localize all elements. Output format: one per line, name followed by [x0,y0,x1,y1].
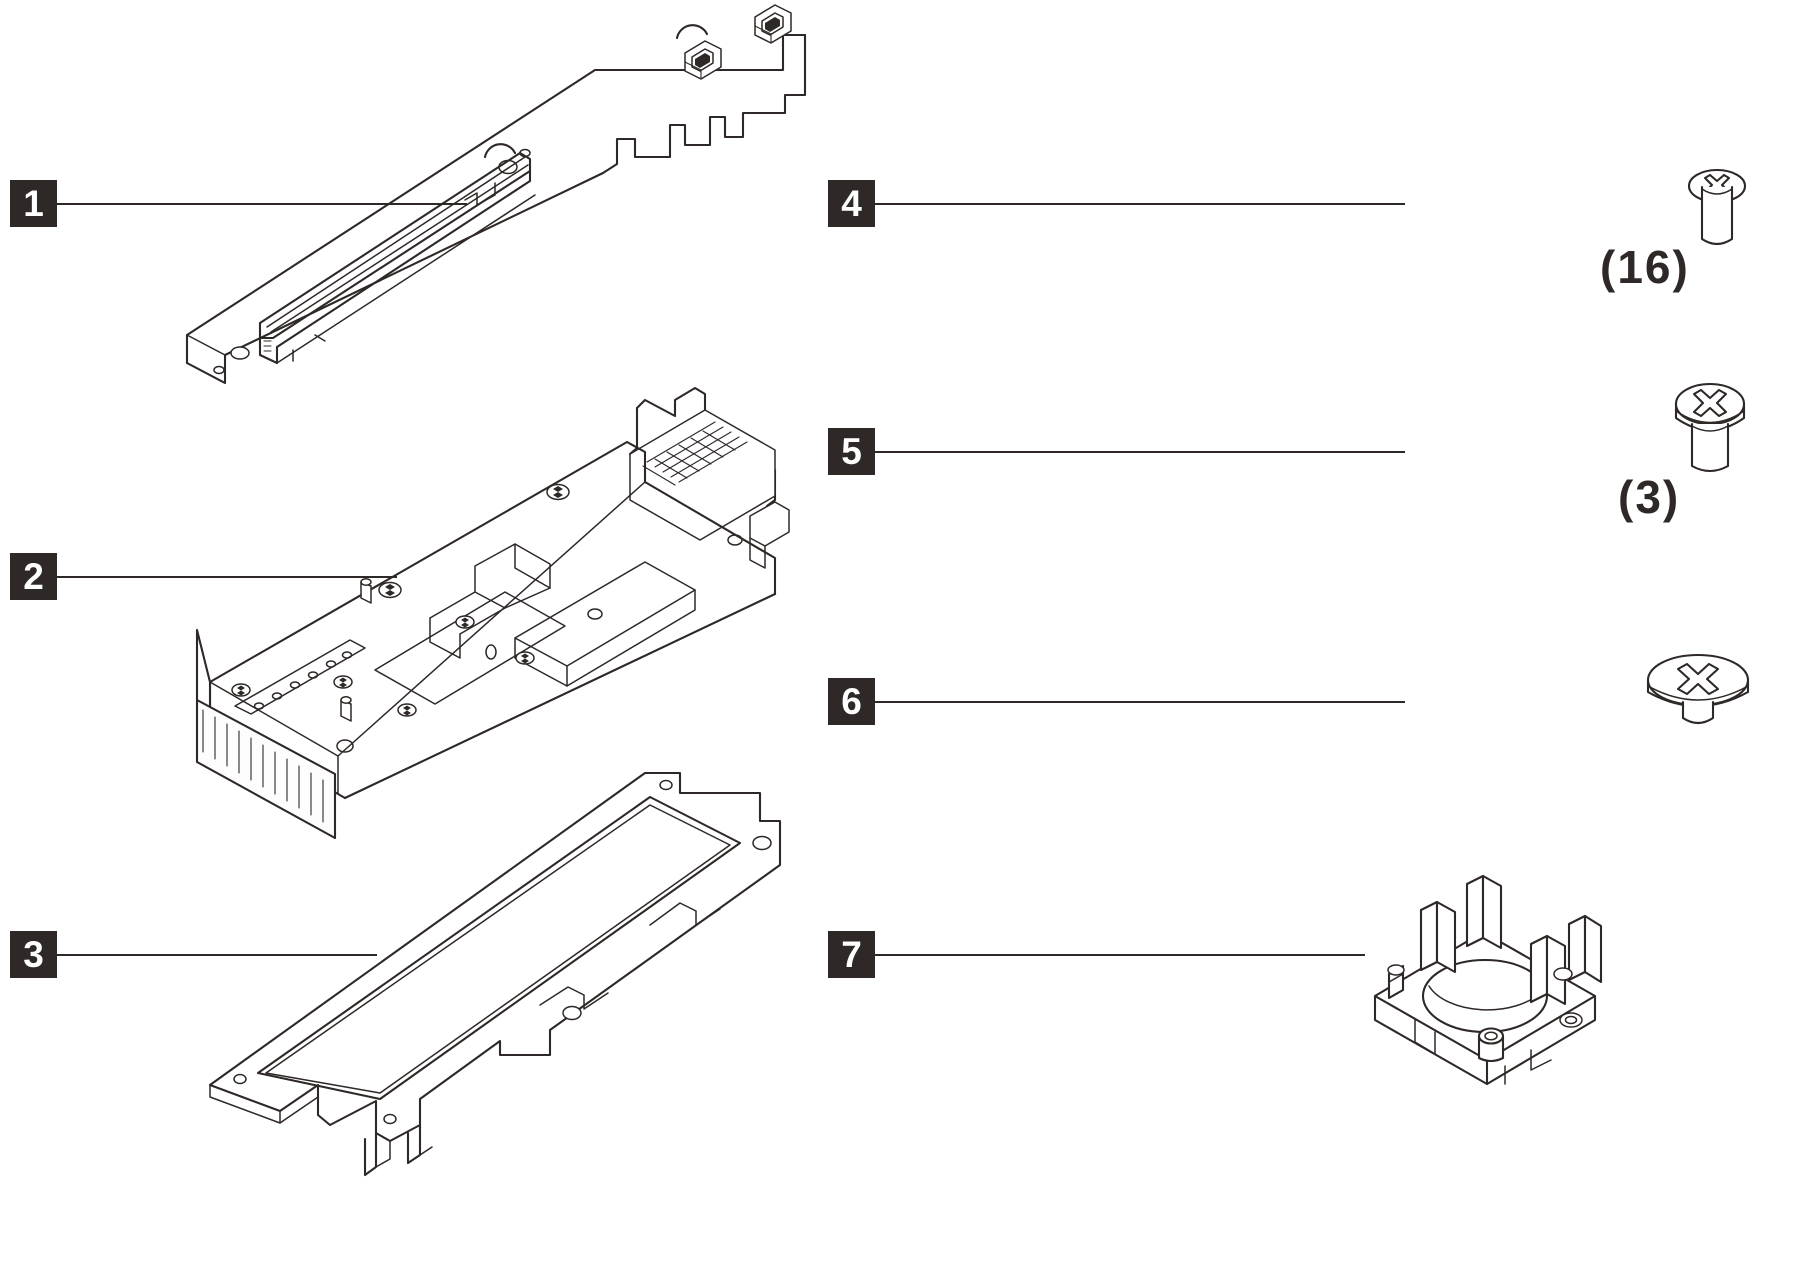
part-illustration-6 [1638,650,1758,750]
part-illustration-3 [180,755,820,1177]
part-illustration-2 [175,370,815,840]
callout-badge-7[interactable]: 7 [828,931,875,978]
leader-line-6 [875,701,1405,703]
leader-line-3 [57,954,377,956]
callout-badge-5[interactable]: 5 [828,428,875,475]
leader-line-1 [57,203,467,205]
quantity-label-5: (3) [1618,471,1681,523]
part-illustration-7 [1355,870,1615,1100]
callout-badge-1[interactable]: 1 [10,180,57,227]
callout-badge-4[interactable]: 4 [828,180,875,227]
part-illustration-1 [165,4,825,405]
callout-badge-6[interactable]: 6 [828,678,875,725]
quantity-label-4: (16) [1600,241,1690,293]
callout-badge-2[interactable]: 2 [10,553,57,600]
leader-line-2 [57,576,397,578]
part-illustration-4 [1672,163,1762,273]
leader-line-5 [875,451,1405,453]
part-illustration-5 [1660,370,1760,495]
leader-line-7 [875,954,1365,956]
leader-line-4 [875,203,1405,205]
callout-badge-3[interactable]: 3 [10,931,57,978]
